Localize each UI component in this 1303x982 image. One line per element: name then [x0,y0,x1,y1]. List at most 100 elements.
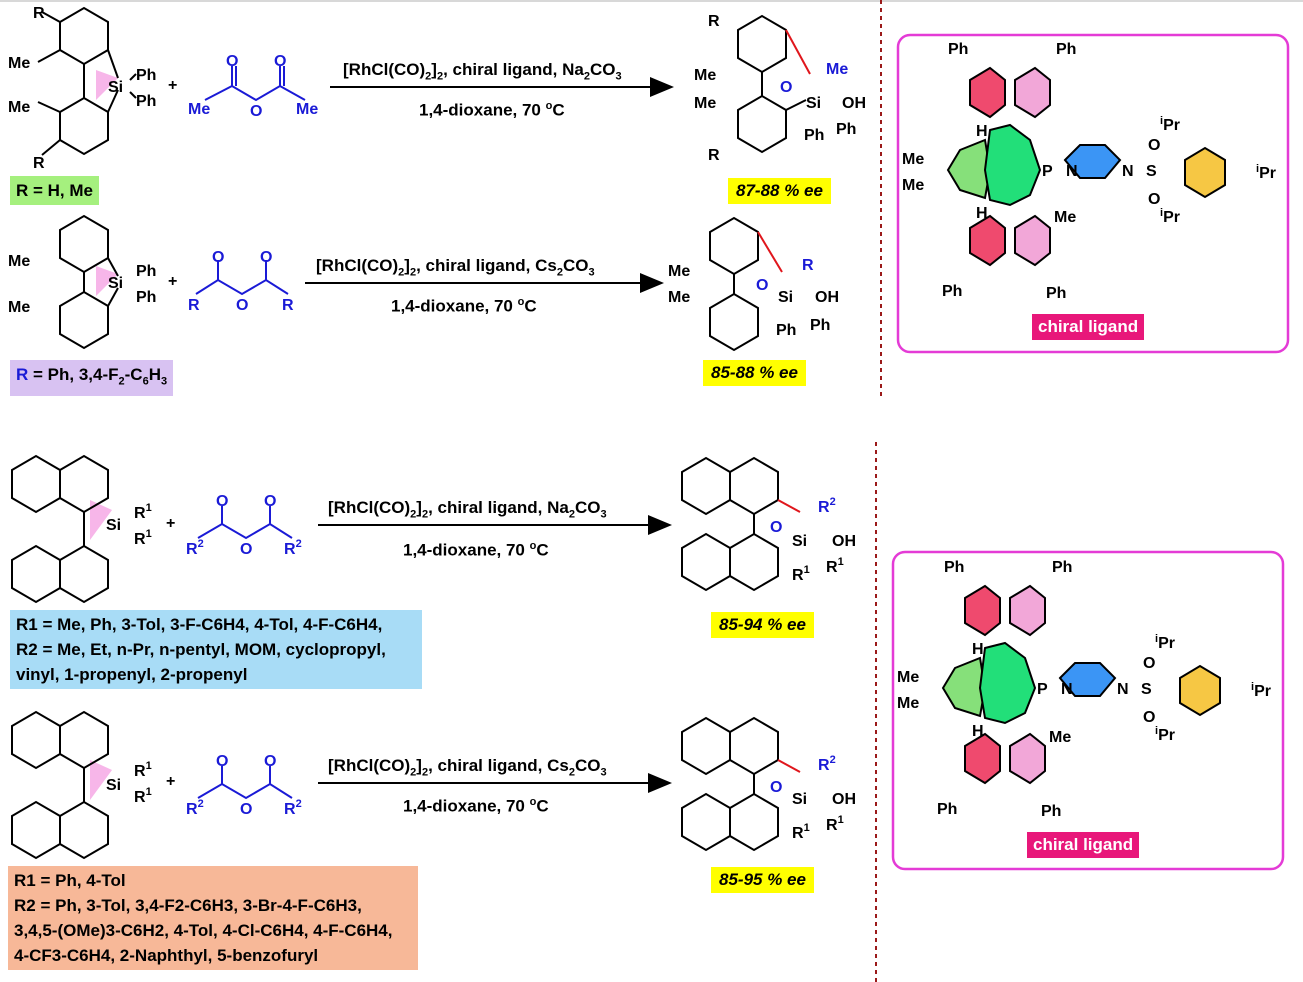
atom-o: O [216,753,228,770]
atom-r: R [708,147,720,164]
ligand-box-top [896,33,1290,354]
conditions-bottom-3: 1,4-dioxane, 70 oC [403,540,549,560]
atom-s: S [1146,163,1157,180]
atom-si: Si [106,517,121,534]
atom-ph: Ph [136,93,156,110]
atom-r1: R1 [134,528,152,548]
anhydride-2 [195,260,289,296]
atom-me: Me [188,101,210,118]
conditions-bottom-2: 1,4-dioxane, 70 oC [391,296,537,316]
atom-me: Me [1049,729,1071,746]
atom-me: Me [1054,209,1076,226]
atom-p: P [1037,681,1048,698]
atom-r2: R2 [186,538,204,558]
ee-badge-3: 85-94 % ee [711,612,814,638]
atom-o: O [212,249,224,266]
atom-me: Me [897,695,919,712]
anhydride-3 [197,506,293,540]
silole-substrate-2 [59,214,119,350]
atom-o: O [250,103,262,120]
ee-badge-2: 85-88 % ee [703,360,806,386]
atom-oh: OH [832,533,856,550]
atom-oh: OH [815,289,839,306]
atom-ph: Ph [136,289,156,306]
atom-o: O [1143,709,1155,726]
plus-sign: + [166,515,175,532]
atom-oh: OH [832,791,856,808]
atom-si: Si [792,533,807,550]
atom-ipr: iPr [1256,163,1276,182]
atom-si: Si [806,95,821,112]
atom-ph: Ph [810,317,830,334]
atom-r1: R1 [134,760,152,780]
atom-ipr: iPr [1160,207,1180,226]
atom-o: O [756,277,768,294]
atom-o: O [274,53,286,70]
ligand-label-top: chiral ligand [1032,314,1145,340]
atom-o: O [264,493,276,510]
ee-badge-4: 85-95 % ee [711,867,814,893]
atom-me: Me [826,61,848,78]
biaryl-product-2 [709,216,783,352]
scope-tag-2: R = Ph, 3,4-F2-C6H3 [10,360,174,397]
atom-ph: Ph [776,322,796,339]
atom-o: O [226,53,238,70]
atom-n: N [1122,163,1134,180]
atom-r2: R2 [818,496,836,516]
atom-ipr: iPr [1251,681,1271,700]
conditions-bottom-4: 1,4-dioxane, 70 oC [403,796,549,816]
binaphthyl-product-3 [681,456,801,592]
atom-me: Me [668,263,690,280]
binaphthyl-silole-4 [11,710,112,860]
atom-r1: R1 [826,814,844,834]
conditions-top-1: [RhCl(CO)2]2, chiral ligand, Na2CO3 [343,60,622,83]
ligand-box-bottom [891,550,1285,871]
atom-o: O [240,801,252,818]
atom-r: R [33,155,45,172]
atom-h: H [976,205,988,222]
scope-tag-1: R = H, Me [10,176,99,205]
ligand-label-bottom: chiral ligand [1027,832,1140,858]
scope-tag-4: R1 = Ph, 4-Tol R2 = Ph, 3-Tol, 3,4-F2-C6… [8,866,418,970]
plus-sign: + [166,773,175,790]
atom-ph: Ph [136,263,156,280]
atom-s: S [1141,681,1152,698]
atom-h: H [972,723,984,740]
atom-h: H [972,641,984,658]
atom-me: Me [694,67,716,84]
atom-ipr: iPr [1155,725,1175,744]
atom-ph: Ph [937,801,957,818]
atom-o: O [264,753,276,770]
atom-o: O [240,541,252,558]
atom-me: Me [8,253,30,270]
silole-substrate-1 [37,6,137,156]
scope-line: R1 = Ph, 4-Tol [14,871,126,890]
anhydride-1 [204,66,306,102]
atom-ph: Ph [1046,285,1066,302]
atom-ph: Ph [1052,559,1072,576]
plus-sign: + [168,273,177,290]
atom-me: Me [902,177,924,194]
atom-me: Me [668,289,690,306]
scope-line: R2 = Ph, 3-Tol, 3,4-F2-C6H3, 3-Br-4-F-C6… [14,896,362,915]
atom-me: Me [296,101,318,118]
atom-r: R [188,297,200,314]
atom-h: H [976,123,988,140]
biaryl-product-1 [737,14,811,154]
atom-o: O [1148,191,1160,208]
atom-r1: R1 [792,564,810,584]
atom-r1: R1 [134,502,152,522]
atom-o: O [216,493,228,510]
atom-ph: Ph [948,41,968,58]
scope-line: 3,4,5-(OMe)3-C6H2, 4-Tol, 4-Cl-C6H4, 4-F… [14,921,393,940]
anhydride-4 [197,766,293,800]
binaphthyl-product-4 [681,716,801,852]
binaphthyl-silole-3 [11,454,112,604]
conditions-top-2: [RhCl(CO)2]2, chiral ligand, Cs2CO3 [316,256,595,279]
atom-ipr: iPr [1160,115,1180,134]
atom-p: P [1042,163,1053,180]
atom-o: O [780,79,792,96]
atom-me: Me [8,55,30,72]
atom-ph: Ph [1041,803,1061,820]
